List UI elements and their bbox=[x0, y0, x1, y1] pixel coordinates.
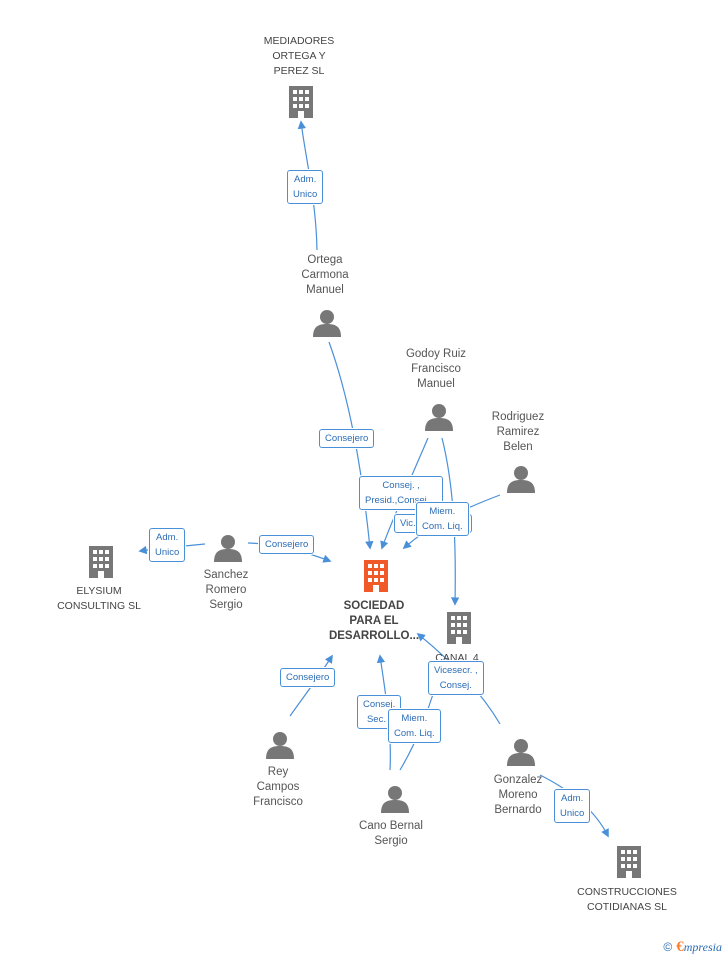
building-icon[interactable] bbox=[289, 86, 313, 118]
brand-name: mpresia bbox=[683, 940, 722, 954]
person-icon[interactable] bbox=[507, 739, 535, 766]
person-ortega-label[interactable]: Ortega Carmona Manuel bbox=[301, 254, 349, 296]
building-icon[interactable] bbox=[617, 846, 641, 878]
person-godoy-label[interactable]: Godoy Ruiz Francisco Manuel bbox=[405, 348, 467, 390]
person-sanchez-label[interactable]: Sanchez Romero Sergio bbox=[203, 569, 249, 611]
edge-label-consej-presid[interactable]: Consej. , Presid.,Consej.... bbox=[359, 476, 444, 510]
edge-label-adm-unico[interactable]: Adm. Unico bbox=[287, 170, 324, 204]
edge-label-consejero[interactable]: Consejero bbox=[259, 535, 315, 554]
brand-initial: € bbox=[676, 939, 684, 955]
edge-label-miem-com-liq[interactable]: Miem. Com. Liq. bbox=[416, 502, 469, 536]
person-icon[interactable] bbox=[425, 404, 453, 431]
edge-label-adm-unico[interactable]: Adm. Unico bbox=[149, 528, 186, 562]
person-gonzalez-label[interactable]: Gonzalez Moreno Bernardo bbox=[493, 774, 543, 816]
person-icon[interactable] bbox=[507, 466, 535, 493]
company-mediadores-label[interactable]: MEDIADORES ORTEGA Y PEREZ SL bbox=[263, 35, 335, 77]
person-icon[interactable] bbox=[381, 786, 409, 813]
person-icon[interactable] bbox=[214, 535, 242, 562]
edge-label-consejero[interactable]: Consejero bbox=[319, 429, 375, 448]
person-rodriguez-label[interactable]: Rodriguez Ramirez Belen bbox=[491, 411, 545, 453]
building-icon[interactable] bbox=[364, 560, 388, 592]
edge-label-adm-unico[interactable]: Adm. Unico bbox=[554, 789, 591, 823]
edge-label-consejero[interactable]: Consejero bbox=[280, 668, 336, 687]
empresia-logo: ©€mpresia bbox=[663, 939, 722, 956]
edge-label-miem-com-liq[interactable]: Miem. Com. Liq. bbox=[388, 709, 441, 743]
building-icon[interactable] bbox=[447, 612, 471, 644]
company-elysium-label[interactable]: ELYSIUM CONSULTING SL bbox=[57, 585, 141, 612]
edge-label-vicesecr-consej[interactable]: Vicesecr. , Consej. bbox=[428, 661, 484, 695]
copyright-symbol: © bbox=[663, 940, 673, 954]
company-sociedad-label[interactable]: SOCIEDAD PARA EL DESARROLLO... bbox=[328, 600, 420, 642]
person-cano-label[interactable]: Cano Bernal Sergio bbox=[359, 820, 423, 847]
company-construcciones-label[interactable]: CONSTRUCCIONES COTIDIANAS SL bbox=[577, 886, 677, 913]
building-icon[interactable] bbox=[89, 546, 113, 578]
person-icon[interactable] bbox=[266, 732, 294, 759]
person-rey-label[interactable]: Rey Campos Francisco bbox=[253, 766, 303, 808]
person-icon[interactable] bbox=[313, 310, 341, 337]
